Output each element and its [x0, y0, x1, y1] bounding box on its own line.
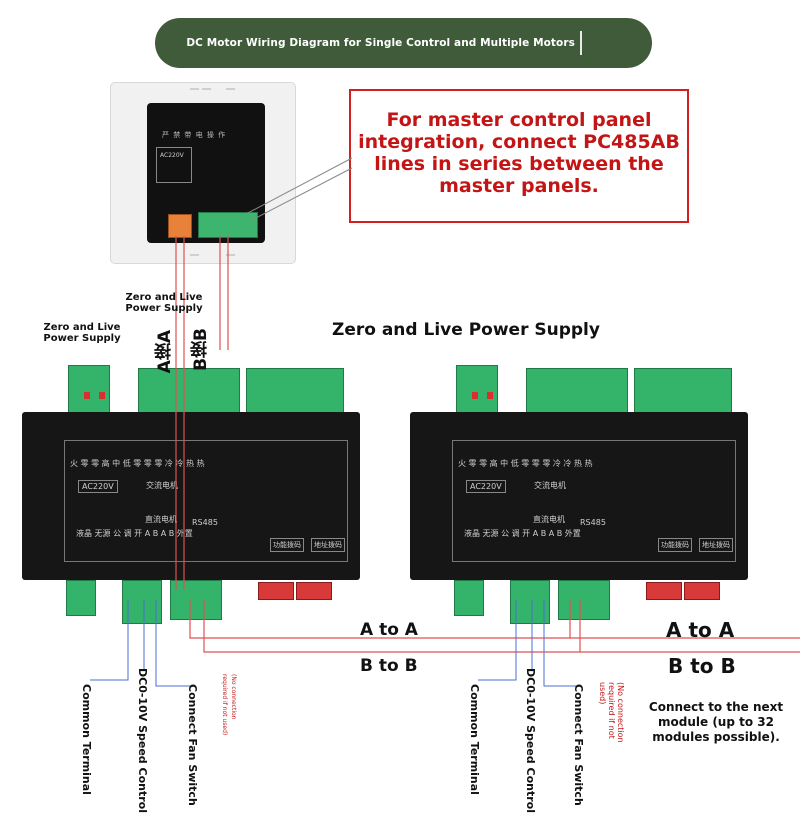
module1-func-code: 功能拨码	[270, 538, 304, 552]
module2-bottom-terminal-a	[454, 580, 484, 616]
speed-control-label-2: DC0-10V Speed Control	[524, 668, 537, 813]
module2-top-terminal-b	[634, 368, 732, 416]
module1-rs485-terminal	[170, 580, 222, 620]
callout-box	[349, 89, 689, 223]
module1-ac-label: AC220V	[78, 480, 118, 493]
module1-speed-terminal	[122, 580, 162, 624]
vent-slot	[226, 88, 235, 90]
b-to-b-wire	[203, 600, 581, 653]
callout-text: For master control panel integration, co…	[358, 109, 680, 197]
module1-label-frame	[64, 440, 348, 562]
common-wire	[478, 600, 517, 681]
module1-addr-code: 地址拨码	[311, 538, 345, 552]
header-pill	[155, 18, 652, 68]
common-terminal-label-2: Common Terminal	[468, 684, 481, 795]
vent-slot	[202, 88, 211, 90]
fan-switch-label-2: Connect Fan Switch	[572, 684, 585, 806]
panel-ac-box	[156, 147, 192, 183]
title-divider	[580, 31, 582, 55]
zero-live-label-module1: Zero and Live Power Supply	[43, 322, 121, 344]
module2-dc-motor: 直流电机	[533, 515, 565, 524]
module1-dip-func	[258, 582, 294, 600]
a-to-a-label-2: A to A	[666, 618, 735, 642]
module1-bottom-row: 液晶 无源 公 调 开 A B A B 外置	[76, 529, 193, 538]
vent-slot	[190, 254, 199, 256]
module1-ac-motor: 交流电机	[146, 481, 178, 490]
page-title: DC Motor Wiring Diagram for Single Contr…	[186, 37, 575, 49]
callout-pointer	[245, 157, 353, 215]
module2-speed-terminal	[510, 580, 550, 624]
module2-bottom-row: 液晶 无源 公 调 开 A B A B 外置	[464, 529, 581, 538]
module1-dc-motor: 直流电机	[145, 515, 177, 524]
terminal-red-marker	[487, 392, 493, 399]
common-terminal-label-1: Common Terminal	[80, 684, 93, 795]
callout-pointer	[251, 167, 353, 221]
b-to-b-label-1: B to B	[360, 656, 418, 676]
zero-live-big-label: Zero and Live Power Supply	[332, 320, 600, 340]
next-module-note: Connect to the next module (up to 32 mod…	[648, 700, 784, 744]
zero-live-label-panel: Zero and Live Power Supply	[125, 292, 203, 314]
fan-switch-wire	[543, 600, 580, 687]
terminal-red-marker	[99, 392, 105, 399]
panel-warning-text: 严 禁 带 电 操 作	[162, 131, 226, 139]
module2-dip-addr	[684, 582, 720, 600]
speed-control-label-1: DC0-10V Speed Control	[136, 668, 149, 813]
module2-func-code: 功能拨码	[658, 538, 692, 552]
module2-ac-label: AC220V	[466, 480, 506, 493]
module1-bottom-terminal-a	[66, 580, 96, 616]
fan-switch-wire	[155, 600, 190, 687]
module1-rs485: RS485	[192, 518, 218, 527]
module2-rs485: RS485	[580, 518, 606, 527]
vent-slot	[226, 254, 235, 256]
no-connection-label-1: (No connection required if not used)	[221, 674, 237, 736]
module1-dip-addr	[296, 582, 332, 600]
terminal-red-marker	[84, 392, 90, 399]
module2-power-terminal	[456, 365, 498, 415]
terminal-red-marker	[472, 392, 478, 399]
fan-switch-label-1: Connect Fan Switch	[186, 684, 199, 806]
module1-top-terminal-b	[246, 368, 344, 416]
b-to-b-label-2: B to B	[668, 654, 736, 678]
a-wire-label: A接A	[155, 330, 175, 374]
module2-rs485-terminal	[558, 580, 610, 620]
a-to-a-wire	[189, 600, 571, 639]
no-connection-label-2: (No connection required if not used)	[598, 682, 625, 743]
module2-ac-motor: 交流电机	[534, 481, 566, 490]
module1-top-row: 火 零 零 高 中 低 零 零 零 冷 冷 热 热	[70, 459, 205, 468]
common-wire	[90, 600, 129, 681]
a-to-a-label-1: A to A	[360, 620, 418, 640]
module2-dip-func	[646, 582, 682, 600]
b-wire-label: B接B	[191, 328, 211, 371]
module2-addr-code: 地址拨码	[699, 538, 733, 552]
vent-slot	[190, 88, 199, 90]
panel-ac-label: AC220V	[160, 152, 184, 159]
module2-label-frame	[452, 440, 736, 562]
module1-power-terminal	[68, 365, 110, 415]
panel-power-terminal	[168, 214, 192, 238]
module2-top-row: 火 零 零 高 中 低 零 零 零 冷 冷 热 热	[458, 459, 593, 468]
